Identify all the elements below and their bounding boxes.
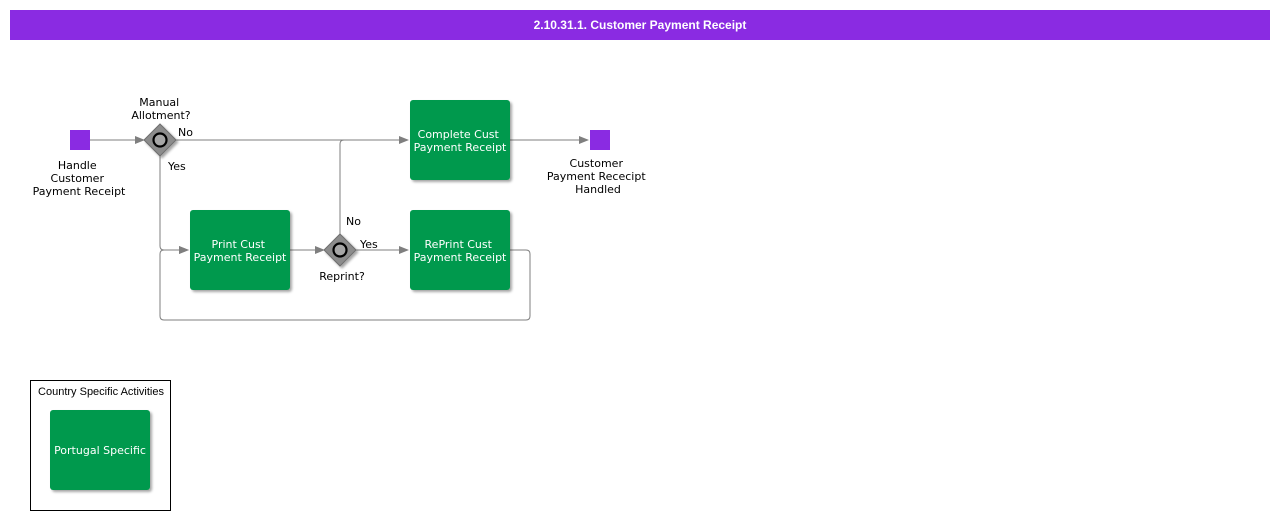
manual-allotment-label: Manual Allotment?: [131, 96, 190, 122]
start-event-label: Handle Customer Payment Receipt: [33, 159, 126, 198]
diagram-title: 2.10.31.1. Customer Payment Receipt: [533, 18, 747, 32]
reprint-yes-label: Yes: [359, 238, 378, 251]
legend-title: Country Specific Activities: [38, 386, 164, 398]
end-event[interactable]: [590, 130, 610, 150]
end-event-label: Customer Payment Rececipt Handled: [547, 157, 649, 196]
legend-item-portugal-specific[interactable]: Portugal Specific: [50, 410, 150, 490]
reprint-no-label: No: [346, 215, 361, 228]
svg-text:Print Cust Payment Recei: Print Cust Payment Receipt: [194, 238, 287, 264]
task-reprint-cust-payment-receipt[interactable]: RePrint Cust Payment Receipt: [410, 210, 510, 290]
manual-allotment-gateway[interactable]: [143, 123, 177, 157]
legend-box: Country Specific Activities Portugal Spe…: [30, 380, 171, 511]
task-complete-cust-payment-receipt[interactable]: Complete Cust Payment Receipt: [410, 100, 510, 180]
diagram-title-bar: 2.10.31.1. Customer Payment Receipt: [10, 10, 1270, 40]
svg-text:Complete Cust Payment Re: Complete Cust Payment Receipt: [414, 128, 507, 154]
manual-allotment-no-label: No: [178, 126, 193, 139]
svg-text:RePrint Cust Payment Rec: RePrint Cust Payment Receipt: [414, 238, 507, 264]
flow-reprint-no-to-complete: [339, 139, 360, 234]
reprint-gateway[interactable]: [323, 233, 357, 267]
start-event[interactable]: [70, 130, 90, 150]
flow-reprint-loop-back: [159, 246, 531, 321]
manual-allotment-yes-label: Yes: [167, 160, 186, 173]
reprint-gateway-label: Reprint?: [319, 270, 365, 283]
sequence-flows: [90, 136, 589, 321]
svg-text:Portugal Specific: Portugal Specific: [54, 444, 146, 457]
task-print-cust-payment-receipt[interactable]: Print Cust Payment Receipt: [190, 210, 290, 290]
